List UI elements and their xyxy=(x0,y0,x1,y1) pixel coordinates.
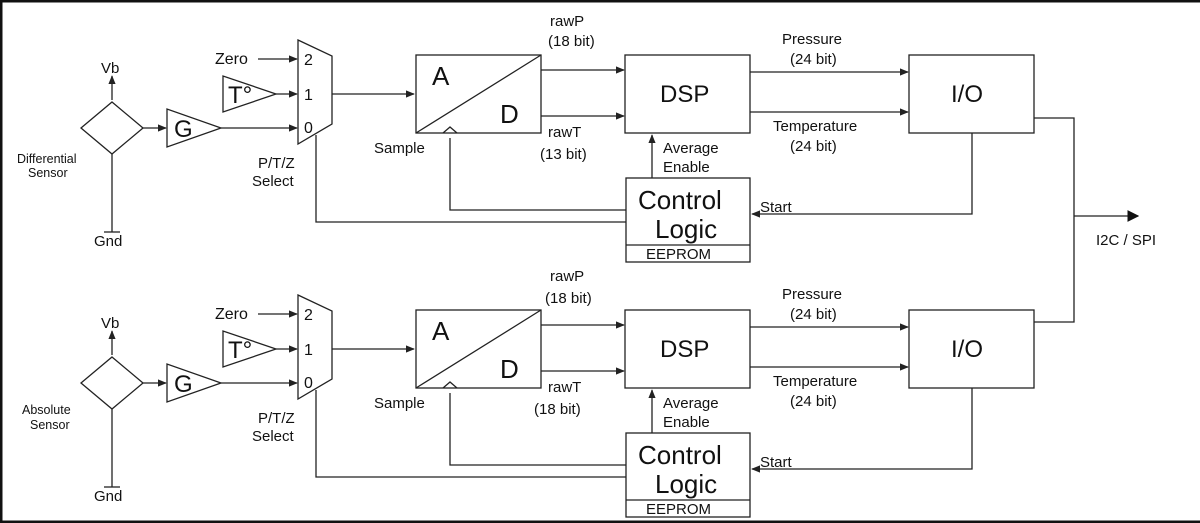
sensor-bridge-icon xyxy=(79,101,145,155)
mux-input-1: 1 xyxy=(304,87,313,104)
adc-d-label: D xyxy=(500,354,519,384)
temperature-bits: (24 bit) xyxy=(790,393,837,410)
sample-label: Sample xyxy=(374,395,425,412)
sample-label: Sample xyxy=(374,140,425,157)
temp-sensor-icon xyxy=(222,75,279,113)
rawp-label: rawP xyxy=(550,13,584,30)
sensor-label-line2: Sensor xyxy=(30,418,70,432)
zero-label: Zero xyxy=(215,306,248,323)
mux-icon xyxy=(297,293,333,401)
enable-label: Enable xyxy=(663,414,710,431)
gnd-label: Gnd xyxy=(94,488,122,505)
vb-label: Vb xyxy=(101,60,119,77)
temp-label: T° xyxy=(228,337,252,364)
control-label-line2: Logic xyxy=(655,214,717,244)
mux-label-line2: Select xyxy=(252,173,295,190)
dsp-block xyxy=(624,309,751,389)
dsp-label: DSP xyxy=(660,81,709,108)
io-block xyxy=(908,54,1035,134)
io-label: I/O xyxy=(951,336,983,363)
pressure-label: Pressure xyxy=(782,286,842,303)
zero-label: Zero xyxy=(215,51,248,68)
temp-label: T° xyxy=(228,82,252,109)
mux-label-line1: P/T/Z xyxy=(258,155,295,172)
temperature-label: Temperature xyxy=(773,118,857,135)
dsp-label: DSP xyxy=(660,336,709,363)
mux-input-2: 2 xyxy=(304,52,313,69)
gain-amplifier-icon xyxy=(166,363,223,403)
gain-label: G xyxy=(174,371,193,398)
output-label: I2C / SPI xyxy=(1096,232,1156,249)
control-label-line1: Control xyxy=(638,185,722,215)
pressure-bits: (24 bit) xyxy=(790,51,837,68)
temperature-bits: (24 bit) xyxy=(790,138,837,155)
sensor-label-line1: Absolute xyxy=(22,403,71,417)
gain-label: G xyxy=(174,116,193,143)
eeprom-label: EEPROM xyxy=(646,246,711,263)
average-label: Average xyxy=(663,140,719,157)
rawt-bits: (13 bit) xyxy=(540,146,587,163)
temp-sensor-icon xyxy=(222,330,279,368)
mux-label-line2: Select xyxy=(252,428,295,445)
mux-input-2: 2 xyxy=(304,307,313,324)
channel-bottom: Vb Gnd Absolute Sensor G T° Zero 2 1 0 P… xyxy=(22,216,1075,518)
gain-amplifier-icon xyxy=(166,108,223,148)
channel-top: Vb Gnd Differential Sensor G T° Zero 2 1… xyxy=(17,13,1075,263)
adc-a-label: A xyxy=(432,316,450,346)
gnd-label: Gnd xyxy=(94,233,122,250)
mux-icon xyxy=(297,38,333,146)
sensor-label-line2: Sensor xyxy=(28,166,68,180)
rawp-label: rawP xyxy=(550,268,584,285)
rawp-bits: (18 bit) xyxy=(545,290,592,307)
enable-label: Enable xyxy=(663,159,710,176)
control-label-line1: Control xyxy=(638,440,722,470)
mux-input-0: 0 xyxy=(304,120,313,137)
vb-label: Vb xyxy=(101,315,119,332)
mux-label-line1: P/T/Z xyxy=(258,410,295,427)
eeprom-label: EEPROM xyxy=(646,501,711,518)
start-label: Start xyxy=(760,199,793,216)
mux-input-0: 0 xyxy=(304,375,313,392)
temperature-label: Temperature xyxy=(773,373,857,390)
control-logic-block xyxy=(625,432,751,518)
sensor-bridge-icon xyxy=(79,356,145,410)
rawp-bits: (18 bit) xyxy=(548,33,595,50)
pressure-label: Pressure xyxy=(782,31,842,48)
io-label: I/O xyxy=(951,81,983,108)
control-label-line2: Logic xyxy=(655,469,717,499)
adc-a-label: A xyxy=(432,61,450,91)
start-label: Start xyxy=(760,454,793,471)
dsp-block xyxy=(624,54,751,134)
rawt-bits: (18 bit) xyxy=(534,401,581,418)
control-logic-block xyxy=(625,177,751,263)
rawt-label: rawT xyxy=(548,124,581,141)
mux-input-1: 1 xyxy=(304,342,313,359)
average-label: Average xyxy=(663,395,719,412)
sensor-label-line1: Differential xyxy=(17,152,77,166)
rawt-label: rawT xyxy=(548,379,581,396)
adc-d-label: D xyxy=(500,99,519,129)
pressure-bits: (24 bit) xyxy=(790,306,837,323)
